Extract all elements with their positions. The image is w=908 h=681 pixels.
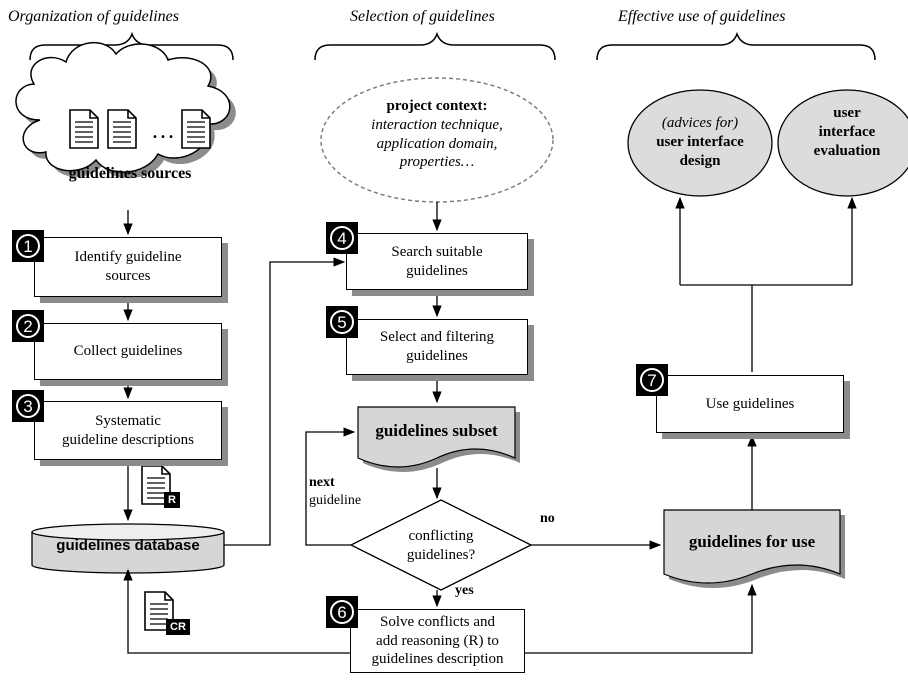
edge-label-next-guideline: next guideline — [309, 474, 361, 509]
step-2-line: Collect guidelines — [73, 343, 183, 360]
ellipsis-text: … — [151, 118, 175, 144]
step-5-badge: 5 — [326, 306, 358, 338]
edge-label-no: no — [540, 511, 555, 526]
step-3-line: Systematic — [95, 412, 161, 429]
conflict-decision-diamond — [349, 499, 533, 591]
conflict-reasoning-tag: CR — [166, 619, 190, 635]
step-6-badge: 6 — [326, 596, 358, 628]
edge-label-next: next — [309, 475, 335, 490]
guidelines-database-shape — [31, 523, 225, 574]
header-selection: Selection of guidelines — [350, 8, 495, 25]
guidelines-for-use-shape — [663, 509, 845, 588]
design-line: user interface — [656, 133, 744, 150]
step-5-line: guidelines — [406, 348, 468, 364]
evaluation-line: interface — [818, 123, 876, 140]
decision-line: guidelines? — [406, 546, 476, 563]
step-7-badge: 7 — [636, 364, 668, 396]
document-icon — [69, 109, 99, 149]
step-3-box: Systematic guideline descriptions — [34, 401, 222, 460]
brace-effective-use — [596, 31, 876, 61]
step-1-line: sources — [105, 268, 151, 284]
project-context-line: interaction technique, — [371, 116, 503, 133]
guidelines-subset-label: guidelines subset — [375, 421, 498, 440]
document-icon — [107, 109, 137, 149]
step-2-badge: 2 — [12, 310, 44, 342]
evaluation-ellipse — [777, 89, 908, 197]
design-ellipse — [627, 89, 773, 197]
header-organization: Organization of guidelines — [8, 8, 179, 25]
guidelines-subset-shape — [357, 406, 520, 472]
evaluation-outcome-text: user interface evaluation — [782, 104, 908, 160]
project-context-title: project context: — [386, 98, 488, 114]
step-4-line: Search suitable — [391, 243, 483, 260]
step-4-line: guidelines — [406, 262, 468, 279]
project-context-text: project context: interaction technique, … — [326, 97, 548, 172]
decision-line: conflicting — [408, 528, 474, 544]
brace-selection — [314, 31, 556, 61]
step-5-box: Select and filtering guidelines — [346, 319, 528, 375]
evaluation-line: user — [833, 105, 861, 121]
project-context-line: properties… — [399, 154, 475, 171]
step-3-line: guideline descriptions — [61, 431, 195, 448]
design-line: design — [679, 152, 721, 169]
step-6-line: guidelines description — [371, 651, 504, 668]
design-prefix: (advices for) — [661, 115, 739, 131]
step-7-box: Use guidelines — [656, 375, 844, 433]
decision-text: conflicting guidelines? — [371, 527, 511, 565]
step-1-box: Identify guideline sources — [34, 237, 222, 297]
guidelines-sources-label: guidelines sources — [68, 165, 192, 182]
project-context-line: application domain, — [376, 135, 498, 152]
step-6-box: Solve conflicts and add reasoning (R) to… — [350, 609, 525, 673]
step-4-box: Search suitable guidelines — [346, 233, 528, 290]
step-7-line: Use guidelines — [705, 395, 795, 412]
step-6-line: Solve conflicts and — [380, 613, 495, 630]
step-4-badge: 4 — [326, 222, 358, 254]
brace-organization — [29, 31, 234, 61]
design-outcome-text: (advices for) user interface design — [632, 114, 768, 170]
step-1-badge: 1 — [12, 230, 44, 262]
edge-label-guideline: guideline — [309, 492, 362, 508]
header-effective-use: Effective use of guidelines — [618, 8, 786, 25]
step-6-line: add reasoning (R) to — [376, 632, 499, 649]
step-5-line: Select and filtering — [379, 329, 495, 346]
edge-label-yes: yes — [455, 583, 474, 598]
guidelines-database-label: guidelines database — [56, 537, 200, 554]
guidelines-for-use-label: guidelines for use — [688, 532, 816, 551]
step-3-badge: 3 — [12, 390, 44, 422]
reasoning-tag: R — [164, 492, 180, 508]
document-icon — [181, 109, 211, 149]
step-2-box: Collect guidelines — [34, 323, 222, 380]
step-1-line: Identify guideline — [74, 249, 182, 266]
evaluation-line: evaluation — [813, 142, 881, 159]
